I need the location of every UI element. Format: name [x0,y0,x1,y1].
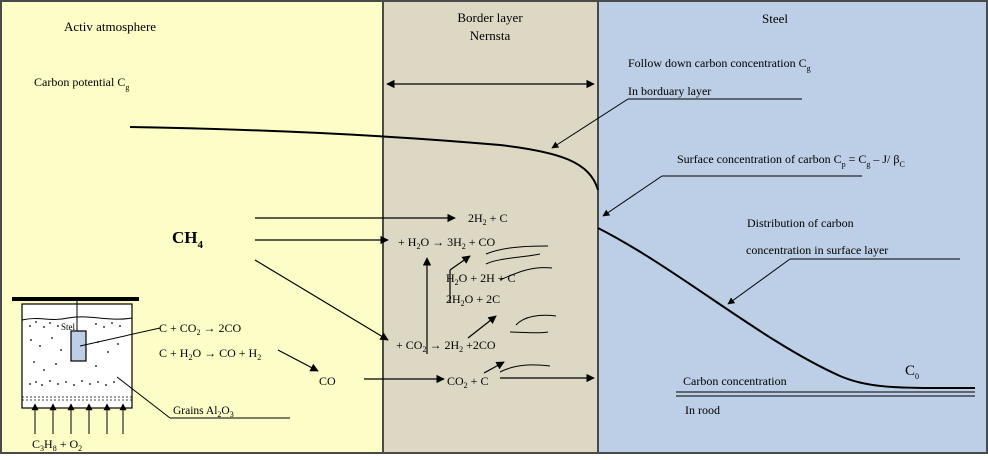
core-concentration-line1: Carbon concentration [683,374,787,388]
flow-curve-6 [499,364,551,373]
feed-gas-label: C3H8 + O2 [32,437,82,453]
distribution-label-line2: concentration in surface layer [746,243,888,257]
sample-to-reaction-pointer [79,327,161,347]
steel-concentration-curve [597,227,976,390]
grain-dots [29,321,121,386]
border-title-line2: Nernsta [470,28,511,43]
flow-curve-3 [499,267,553,281]
arrow-b3-to-b2 [449,255,471,271]
reaction-r1: C + CO2 → 2CO [159,321,241,337]
surface-concentration-label: Surface concentration of carbon Cp = Cg … [677,152,905,169]
reaction-b4: 2H2O + 2C [446,292,500,308]
core-concentration-line2: In rood [685,403,720,417]
furnace-retort [12,297,139,434]
arrow-h2-to-co [277,349,319,372]
atmosphere-title: Activ atmosphere [64,19,156,34]
surface-concentration-pointer [602,175,663,217]
arrow-b6-to-b5 [483,361,505,374]
steel-sample-label: Stel [61,322,76,332]
steel-title: Steel [762,11,788,26]
ch4-label: CH4 [172,228,204,251]
gas-inlet-arrows [31,403,127,434]
flow-curve-4 [515,314,557,326]
border-title-line1: Border layer [457,10,523,25]
steel-zone [598,2,986,452]
reaction-r2: C + H2O → CO + H2 [159,346,261,362]
arrow-b5-to-b4 [467,315,497,339]
c0-label: C0 [905,363,919,381]
ch4-arrow-to-co2 [254,259,389,341]
flow-curve-5 [509,331,549,334]
flow-curve-1 [485,245,549,255]
reaction-b2: + H2O → 3H2 + CO [398,235,496,251]
border-layer-zone [383,2,598,452]
follow-down-pointer [551,98,629,149]
carbon-profile-curve [129,126,599,191]
reaction-b6: CO2 + C [447,374,488,390]
co-label: CO [319,374,336,388]
distribution-pointer [727,258,791,305]
follow-down-label-line2: In borduary layer [628,84,711,98]
carbon-potential-label: Carbon potential Cg [34,75,129,92]
grains-label: Grains Al2O3 [173,405,234,419]
distribution-label-line1: Distribution of carbon [747,216,854,230]
follow-down-label-line1: Follow down carbon concentration Cg [628,56,811,73]
reaction-b1: 2H2 + C [468,211,507,227]
flow-curve-2 [485,253,541,265]
steel-sample [70,330,87,362]
grains-pointer [116,376,171,419]
reaction-b5: + CO2 → 2H2 +2CO [396,338,496,354]
